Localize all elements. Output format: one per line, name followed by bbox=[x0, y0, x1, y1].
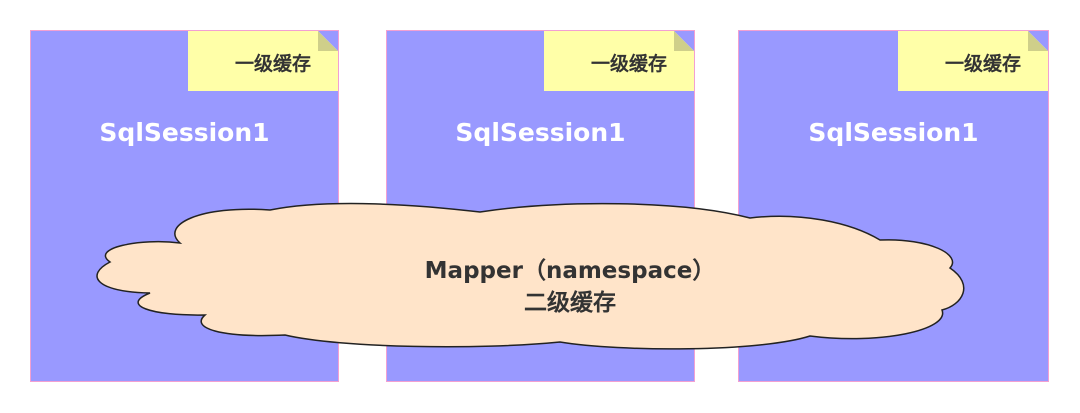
sqlsession-box-1: 一级缓存 SqlSession1 bbox=[30, 30, 339, 382]
mapper-namespace-label: Mapper（namespace） bbox=[424, 258, 716, 284]
sqlsession-title: SqlSession1 bbox=[455, 118, 626, 147]
sqlsession-title: SqlSession1 bbox=[808, 118, 979, 147]
first-level-cache-label: 一级缓存 bbox=[234, 53, 311, 75]
first-level-cache-note: 一级缓存 bbox=[898, 31, 1048, 91]
first-level-cache-note: 一级缓存 bbox=[188, 31, 338, 91]
first-level-cache-label: 一级缓存 bbox=[944, 53, 1021, 75]
cloud-shape bbox=[96, 202, 965, 350]
sqlsession-title: SqlSession1 bbox=[99, 118, 270, 147]
second-level-cache-label: 二级缓存 bbox=[524, 290, 616, 316]
first-level-cache-label: 一级缓存 bbox=[590, 53, 667, 75]
